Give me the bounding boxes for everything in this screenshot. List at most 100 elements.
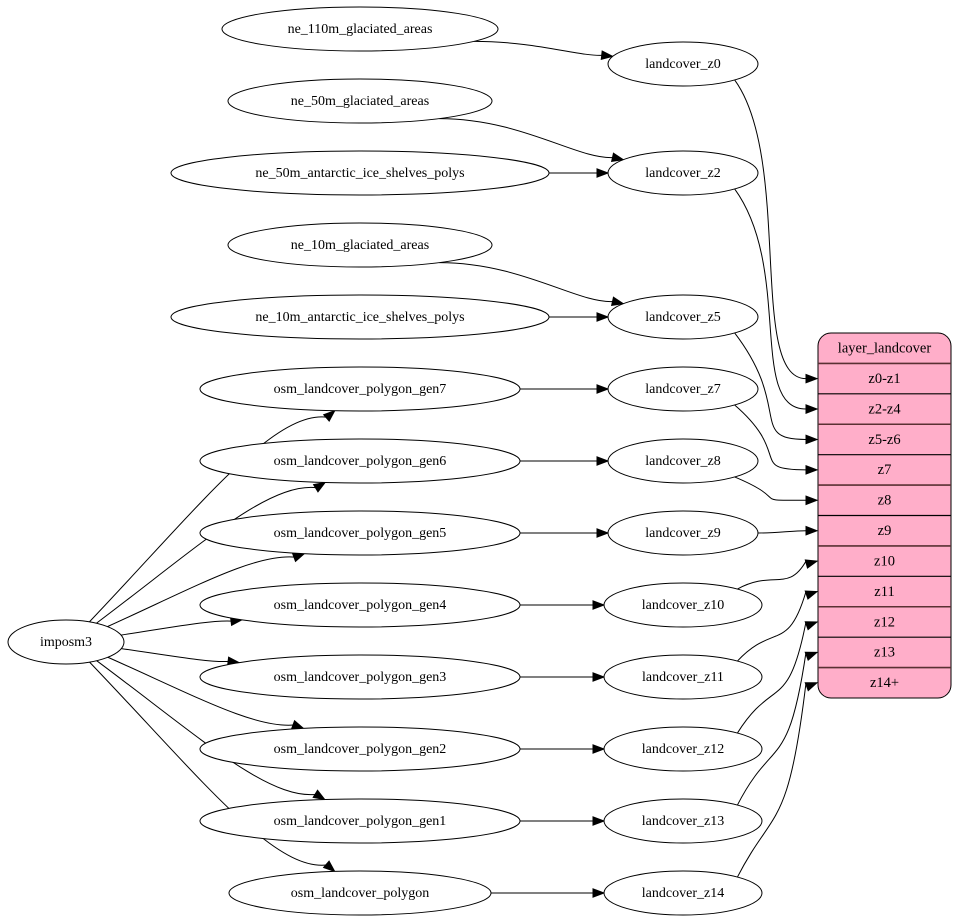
node-landcover_z11[interactable]: landcover_z11 (603, 654, 763, 700)
node-ne_10m_antarctic_ice_shelves_polys[interactable]: ne_10m_antarctic_ice_shelves_polys (170, 294, 550, 340)
edge-landcover_z0-to-layer_landcover-z0-z1 (734, 79, 807, 380)
node-label-ne_10m_glaciated_areas: ne_10m_glaciated_areas (291, 238, 429, 253)
node-shape-landcover_z12 (603, 726, 763, 772)
table-row-z14+[interactable]: z14+ (870, 675, 899, 691)
node-label-landcover_z12: landcover_z12 (642, 742, 724, 757)
node-shape-osm_landcover_polygon_gen5 (199, 510, 521, 556)
table-row-z10[interactable]: z10 (874, 553, 895, 569)
node-label-landcover_z9: landcover_z9 (645, 526, 720, 541)
node-osm_landcover_polygon_gen5[interactable]: osm_landcover_polygon_gen5 (199, 510, 521, 556)
layer-landcover-table: layer_landcover z0-z1 z2-z4 z5-z6 z7 z8 z9 z10 z… (817, 332, 952, 699)
edge-arrowhead (610, 296, 625, 306)
edge-imposm3-to-osm_landcover_polygon_gen5 (107, 556, 296, 628)
node-landcover_z5[interactable]: landcover_z5 (607, 294, 759, 340)
edge-ne_50m_glaciated_areas-to-landcover_z2 (439, 118, 614, 159)
node-shape-ne_10m_glaciated_areas (227, 222, 493, 268)
node-ne_50m_glaciated_areas[interactable]: ne_50m_glaciated_areas (227, 78, 493, 124)
nodes-layer: imposm3 ne_110m_glaciated_areas ne_50m_gla… (7, 6, 763, 916)
edge-arrowhead (805, 373, 819, 384)
node-ne_50m_antarctic_ice_shelves_polys[interactable]: ne_50m_antarctic_ice_shelves_polys (170, 150, 550, 196)
edge-arrowhead (805, 434, 819, 445)
edge-arrowhead (805, 464, 819, 475)
node-shape-osm_landcover_polygon_gen6 (199, 438, 521, 484)
edge-landcover_z11-to-layer_landcover-z11 (737, 591, 807, 662)
node-label-osm_landcover_polygon_gen7: osm_landcover_polygon_gen7 (274, 382, 447, 397)
node-label-landcover_z0: landcover_z0 (645, 57, 720, 72)
node-landcover_z7[interactable]: landcover_z7 (607, 366, 759, 412)
node-osm_landcover_polygon[interactable]: osm_landcover_polygon (228, 870, 492, 916)
node-label-landcover_z13: landcover_z13 (642, 814, 724, 829)
table-row-z0-z1[interactable]: z0-z1 (868, 371, 900, 387)
edge-arrowhead (596, 456, 610, 466)
node-osm_landcover_polygon_gen7[interactable]: osm_landcover_polygon_gen7 (199, 366, 521, 412)
node-label-landcover_z5: landcover_z5 (645, 310, 720, 325)
node-osm_landcover_polygon_gen2[interactable]: osm_landcover_polygon_gen2 (199, 726, 521, 772)
node-landcover_z8[interactable]: landcover_z8 (607, 438, 759, 484)
layer-landcover-table-header: layer_landcover (838, 341, 932, 357)
edge-landcover_z8-to-layer_landcover-z8 (734, 476, 807, 501)
edge-landcover_z10-to-layer_landcover-z10 (737, 560, 807, 590)
node-shape-ne_50m_antarctic_ice_shelves_polys (170, 150, 550, 196)
node-label-osm_landcover_polygon: osm_landcover_polygon (291, 886, 429, 901)
edge-arrowhead (592, 672, 606, 682)
node-ne_110m_glaciated_areas[interactable]: ne_110m_glaciated_areas (221, 6, 499, 52)
edge-ne_10m_glaciated_areas-to-landcover_z5 (439, 262, 614, 303)
node-shape-osm_landcover_polygon_gen3 (199, 654, 521, 700)
edge-arrowhead (312, 481, 327, 493)
node-landcover_z9[interactable]: landcover_z9 (607, 510, 759, 556)
table-row-z12[interactable]: z12 (874, 614, 895, 630)
node-imposm3[interactable]: imposm3 (7, 619, 125, 665)
node-shape-ne_110m_glaciated_areas (221, 6, 499, 52)
edge-landcover_z2-to-layer_landcover-z2-z4 (734, 188, 807, 410)
node-shape-landcover_z8 (607, 438, 759, 484)
edge-landcover_z7-to-layer_landcover-z7 (734, 404, 807, 471)
node-shape-osm_landcover_polygon_gen1 (199, 798, 521, 844)
edge-arrowhead (291, 553, 306, 563)
node-landcover_z13[interactable]: landcover_z13 (603, 798, 763, 844)
node-landcover_z10[interactable]: landcover_z10 (603, 582, 763, 628)
node-shape-imposm3 (7, 619, 125, 665)
node-shape-landcover_z14 (603, 870, 763, 916)
edge-arrowhead (610, 152, 625, 162)
table-row-z2-z4[interactable]: z2-z4 (868, 401, 901, 417)
node-landcover_z0[interactable]: landcover_z0 (607, 41, 759, 87)
edge-arrowhead (805, 495, 819, 506)
edge-arrowhead (600, 50, 615, 61)
node-osm_landcover_polygon_gen4[interactable]: osm_landcover_polygon_gen4 (199, 582, 521, 628)
node-shape-landcover_z7 (607, 366, 759, 412)
edge-arrowhead (596, 528, 610, 538)
table-row-z5-z6[interactable]: z5-z6 (868, 432, 900, 448)
table-row-z8[interactable]: z8 (878, 493, 892, 509)
node-landcover_z2[interactable]: landcover_z2 (607, 150, 759, 196)
edge-arrowhead (592, 600, 606, 610)
table-row-z11[interactable]: z11 (874, 584, 894, 600)
edge-arrowhead (592, 816, 606, 826)
edge-arrowhead (805, 404, 819, 414)
node-label-landcover_z8: landcover_z8 (645, 454, 720, 469)
edge-arrowhead (804, 590, 819, 600)
node-label-osm_landcover_polygon_gen2: osm_landcover_polygon_gen2 (274, 742, 447, 757)
edge-landcover_z5-to-layer_landcover-z5-z6 (734, 332, 807, 440)
node-label-osm_landcover_polygon_gen6: osm_landcover_polygon_gen6 (274, 454, 447, 469)
node-shape-ne_50m_glaciated_areas (227, 78, 493, 124)
table-row-z7[interactable]: z7 (878, 462, 892, 478)
node-shape-landcover_z2 (607, 150, 759, 196)
node-osm_landcover_polygon_gen3[interactable]: osm_landcover_polygon_gen3 (199, 654, 521, 700)
node-label-ne_50m_antarctic_ice_shelves_polys: ne_50m_antarctic_ice_shelves_polys (255, 166, 464, 181)
node-label-ne_110m_glaciated_areas: ne_110m_glaciated_areas (288, 22, 433, 37)
edge-arrowhead (592, 888, 606, 898)
node-osm_landcover_polygon_gen1[interactable]: osm_landcover_polygon_gen1 (199, 798, 521, 844)
node-shape-osm_landcover_polygon_gen7 (199, 366, 521, 412)
node-label-ne_50m_glaciated_areas: ne_50m_glaciated_areas (291, 94, 429, 109)
node-shape-landcover_z9 (607, 510, 759, 556)
edge-arrowhead (804, 621, 819, 631)
node-landcover_z12[interactable]: landcover_z12 (603, 726, 763, 772)
node-ne_10m_glaciated_areas[interactable]: ne_10m_glaciated_areas (227, 222, 493, 268)
node-landcover_z14[interactable]: landcover_z14 (603, 870, 763, 916)
table-row-z9[interactable]: z9 (878, 523, 892, 539)
edge-arrowhead (804, 559, 819, 569)
table-row-z13[interactable]: z13 (874, 645, 895, 661)
edge-imposm3-to-osm_landcover_polygon_gen2 (107, 656, 295, 726)
node-osm_landcover_polygon_gen6[interactable]: osm_landcover_polygon_gen6 (199, 438, 521, 484)
